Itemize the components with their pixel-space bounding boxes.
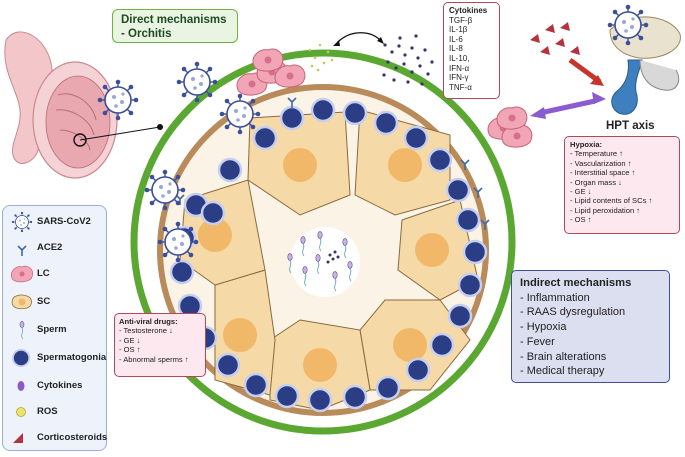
legend-item-ros: ROS <box>3 402 106 422</box>
antiviral-item: - Testosterone <box>119 326 205 335</box>
virus-icon <box>11 212 33 232</box>
indirect-item: - Medical therapy <box>520 365 605 378</box>
testis-anatomy-illustration <box>4 31 163 179</box>
indirect-item: - Hypoxia <box>520 321 567 334</box>
cytokine-item: TGF-β <box>449 15 473 25</box>
hypoxia-item: - Lipid contents of SCs <box>570 196 679 205</box>
legend-panel: SARS-CoV2 ACE2 LC SC Sperm Spermatogonia… <box>2 205 107 451</box>
corticosteroids-group <box>530 22 580 55</box>
cytokine-icon <box>17 381 25 391</box>
cytokine-item: IL-8 <box>449 44 463 54</box>
hypoxia-item: - OS <box>570 215 679 224</box>
indirect-item: - Brain alterations <box>520 350 607 363</box>
hypoxia-item: - Temperature <box>570 149 679 158</box>
legend-item-spermatogonia: Spermatogonia <box>3 348 106 368</box>
legend-label: SARS-CoV2 <box>37 216 91 227</box>
legend-label: SC <box>37 296 51 307</box>
hypoxia-item: - Lipid peroxidation <box>570 206 679 215</box>
legend-item-sc: SC <box>3 292 106 312</box>
sertoli-cell-icon <box>11 294 32 310</box>
cytokine-item: IFN-α <box>449 63 470 73</box>
legend-label: Corticosteroids <box>37 432 108 443</box>
cytokines-box: Cytokines TGF-β IL-1β IL-6 IL-8 IL-10, I… <box>443 2 500 99</box>
spermatogonia-icon <box>12 348 31 368</box>
legend-label: Spermatogonia <box>37 352 107 363</box>
ace2-receptor-icon <box>17 245 27 257</box>
hypoxia-item: - Vascularization <box>570 159 679 168</box>
indirect-mechanisms-box: Indirect mechanisms - Inflammation - RAA… <box>511 270 670 383</box>
cytokine-item: IL-10, <box>449 53 470 63</box>
antiviral-drugs-box: Anti-viral drugs: - Testosterone - GE - … <box>114 313 206 377</box>
sertoli-nuclei <box>198 148 449 382</box>
sperm-icon <box>19 321 25 340</box>
legend-item-lc: LC <box>3 264 106 284</box>
antiviral-item: - Abnormal sperms <box>119 355 205 364</box>
cytokine-item: IFN-γ <box>449 73 469 83</box>
hypoxia-title: Hypoxia: <box>570 140 603 149</box>
legend-label: Sperm <box>37 324 67 335</box>
ros-icon <box>16 407 26 417</box>
spermatogonia-ring <box>169 97 488 413</box>
cytokine-item: IL-6 <box>449 34 463 44</box>
legend-item-ace2: ACE2 <box>3 238 106 258</box>
direct-mechanisms-box: Direct mechanisms - Orchitis <box>112 9 238 43</box>
hypoxia-item: - GE <box>570 187 679 196</box>
corticosteroid-icon <box>13 433 23 443</box>
hpt-axis-label: HPT axis <box>606 120 655 132</box>
hypoxia-item: - Organ mass <box>570 178 679 187</box>
legend-item-corticosteroids: Corticosteroids <box>3 428 108 448</box>
hypoxia-item: - Interstitial space <box>570 168 679 177</box>
legend-label: ROS <box>37 406 58 417</box>
legend-item-cytokines: Cytokines <box>3 376 106 396</box>
direct-mechanisms-orchitis: - Orchitis <box>121 28 172 40</box>
cytokine-item: IL-1β <box>449 25 468 35</box>
legend-item-sars-cov2: SARS-CoV2 <box>3 212 106 232</box>
legend-label: Cytokines <box>37 380 83 391</box>
antiviral-item: - GE <box>119 336 205 345</box>
antiviral-title: Anti-viral drugs: <box>119 317 178 326</box>
direct-mechanisms-title: Direct mechanisms <box>121 14 227 26</box>
indirect-mechanisms-title: Indirect mechanisms <box>520 277 632 289</box>
legend-item-sperm: Sperm <box>3 320 106 340</box>
indirect-item: - Fever <box>520 335 555 348</box>
cytokine-item: TNF-α <box>449 82 472 92</box>
leydig-cell-icon <box>10 265 34 283</box>
legend-label: ACE2 <box>37 242 63 253</box>
pituitary-gland-icon <box>606 3 681 115</box>
antiviral-item: - OS <box>119 345 205 354</box>
hypoxia-box: Hypoxia: - Temperature - Vascularization… <box>564 136 680 234</box>
cytokines-title: Cytokines <box>449 6 488 15</box>
indirect-item: - RAAS dysregulation <box>520 306 626 319</box>
indirect-item: - Inflammation <box>520 291 590 304</box>
legend-label: LC <box>37 268 50 279</box>
lumen-cytokines <box>326 250 340 264</box>
